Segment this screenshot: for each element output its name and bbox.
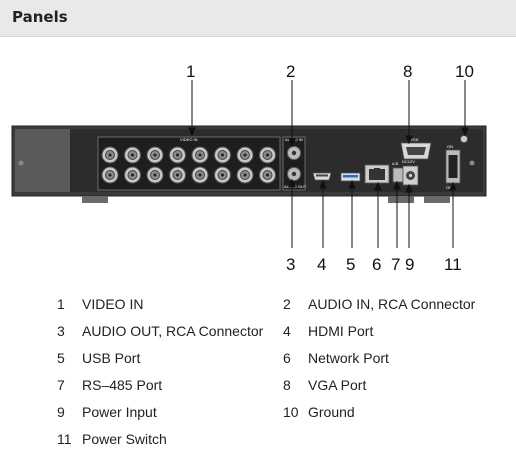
callout-8: 8 xyxy=(403,62,412,81)
hdmi-port xyxy=(312,172,332,181)
usb-port xyxy=(340,172,361,182)
callout-2: 2 xyxy=(286,62,295,81)
bnc-connector-pin xyxy=(266,153,269,157)
callout-leaders xyxy=(188,80,469,248)
vga-port: VGA xyxy=(400,137,432,160)
bnc-connector-pin xyxy=(108,153,112,157)
bnc-connector-pin xyxy=(131,153,134,157)
power-panel-label: DC12V xyxy=(402,159,415,164)
section-title: Panels xyxy=(12,8,68,26)
callout-1: 1 xyxy=(186,62,195,81)
bnc-connector-pin xyxy=(198,153,202,157)
audio-out-panel-label: AUDIO OUT xyxy=(284,184,307,189)
bnc-connector-pin xyxy=(176,153,179,157)
callout-11: 11 xyxy=(444,255,462,274)
callout-7: 7 xyxy=(391,255,400,274)
switch-on-label: ON xyxy=(447,144,453,149)
bnc-connector-pin xyxy=(131,173,134,177)
callout-10: 10 xyxy=(455,62,474,81)
video-in-panel-label: VIDEO IN xyxy=(180,137,198,142)
ground-terminal xyxy=(460,135,468,143)
bnc-connector-pin xyxy=(266,173,269,177)
switch-off-label: OFF xyxy=(446,185,455,190)
foot xyxy=(424,196,450,203)
callout-3: 3 xyxy=(286,255,295,274)
bnc-connector-pin xyxy=(153,173,157,177)
bnc-connector-pin xyxy=(243,153,247,157)
audio-block: AUDIO IN AUDIO OUT xyxy=(282,136,307,191)
foot xyxy=(82,196,108,203)
callout-numbers: 1 2 8 10 3 4 5 6 7 9 11 xyxy=(186,62,474,274)
callout-4: 4 xyxy=(317,255,326,274)
network-port xyxy=(364,164,390,184)
video-in-block: VIDEO IN xyxy=(97,136,281,191)
rear-panel-diagram: VIDEO IN AUDIO IN AUDIO OUT A B DC12V xyxy=(11,62,487,274)
bnc-connector-pin xyxy=(198,173,202,177)
bnc-connector-pin xyxy=(243,173,247,177)
bnc-connector-pin xyxy=(221,153,224,157)
bnc-connector-pin xyxy=(153,153,157,157)
callout-5: 5 xyxy=(346,255,355,274)
bnc-connector-pin xyxy=(221,173,224,177)
foot xyxy=(388,196,414,203)
callout-6: 6 xyxy=(372,255,381,274)
bnc-connector-pin xyxy=(108,173,112,177)
screw-icon xyxy=(18,160,24,166)
left-panel-plate xyxy=(15,129,70,192)
bnc-connector-pin xyxy=(176,173,179,177)
vga-panel-label: VGA xyxy=(410,137,419,142)
power-input: DC12V xyxy=(402,159,419,186)
section-header: Panels xyxy=(0,0,516,37)
rs485-panel-label: A B xyxy=(392,161,399,166)
bnc-connectors xyxy=(101,146,276,184)
callout-9: 9 xyxy=(405,255,414,274)
screw-icon xyxy=(469,160,475,166)
